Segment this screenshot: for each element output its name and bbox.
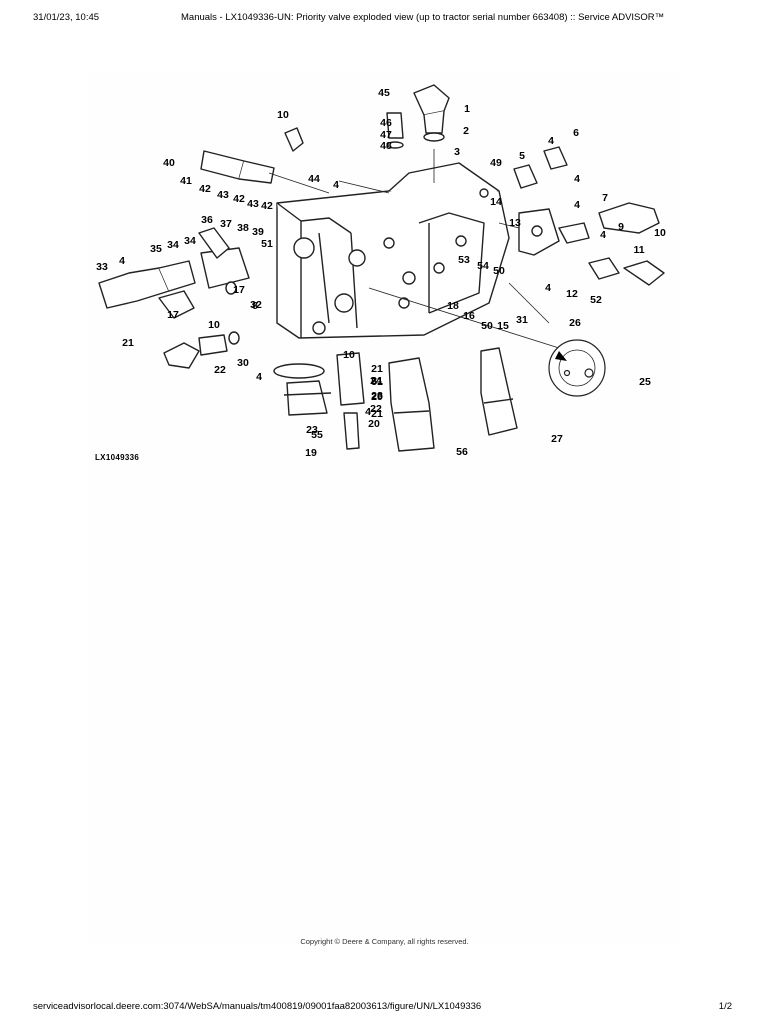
callout-label: 14 <box>490 195 502 208</box>
callout-label: 29 <box>371 390 383 403</box>
callout-label: 53 <box>458 253 470 266</box>
callout-label: 28 <box>371 389 383 402</box>
callout-label: 34 <box>167 238 179 251</box>
copyright-notice: Copyright © Deere & Company, all rights … <box>300 937 469 946</box>
callout-label: 4 <box>365 405 371 418</box>
exploded-view-figure: LX1049336 Copyright © Deere & Company, a… <box>89 73 680 946</box>
callout-label: 27 <box>551 432 563 445</box>
valve-illustration <box>98 84 665 452</box>
callout-label: 22 <box>214 363 226 376</box>
callout-label: 42 <box>233 192 245 205</box>
left-cartridges <box>98 150 275 369</box>
callout-label: 8 <box>252 299 258 312</box>
callout-label: 51 <box>261 237 273 250</box>
callout-label: 11 <box>633 243 645 256</box>
callout-label: 2 <box>463 124 469 137</box>
callout-label: 4 <box>333 178 339 191</box>
valve-housing <box>276 162 510 339</box>
callout-label: 45 <box>378 86 390 99</box>
callout-label: 15 <box>497 319 509 332</box>
callout-label: 55 <box>311 428 323 441</box>
callout-label: 39 <box>252 225 264 238</box>
page-number: 1/2 <box>718 1001 732 1012</box>
callout-label: 10 <box>343 348 355 361</box>
callout-label: 48 <box>380 139 392 152</box>
callout-label: 25 <box>639 375 651 388</box>
callout-label: 24 <box>370 374 382 387</box>
callout-label: 19 <box>305 446 317 459</box>
callout-label: 33 <box>96 260 108 273</box>
page-url: serviceadvisorlocal.deere.com:3074/WebSA… <box>33 1001 482 1012</box>
bottom-cartridges <box>273 347 518 452</box>
callout-label: 3 <box>454 145 460 158</box>
callout-label: 43 <box>217 188 229 201</box>
callout-label: 4 <box>574 198 580 211</box>
callout-label: 21 <box>371 362 383 375</box>
right-fittings <box>513 146 665 286</box>
callout-label: 49 <box>490 156 502 169</box>
callout-label: 35 <box>150 242 162 255</box>
callout-label: 7 <box>602 191 608 204</box>
callout-label: 12 <box>566 287 578 300</box>
callout-label: 30 <box>237 356 249 369</box>
callout-label: 41 <box>180 174 192 187</box>
callout-label: 4 <box>256 370 262 383</box>
top-fittings <box>284 84 450 152</box>
callout-label: 31 <box>516 313 528 326</box>
callout-label: 37 <box>220 217 232 230</box>
callout-label: 40 <box>163 156 175 169</box>
detail-arrow <box>555 351 567 361</box>
callout-label: 10 <box>277 108 289 121</box>
callout-label: 20 <box>368 417 380 430</box>
callout-label: 38 <box>237 221 249 234</box>
page-title: Manuals - LX1049336-UN: Priority valve e… <box>181 12 665 23</box>
callout-label: 42 <box>199 182 211 195</box>
callout-label: 32 <box>250 298 262 311</box>
callout-label: 21 <box>371 407 383 420</box>
callout-label: 44 <box>308 172 320 185</box>
callout-label: 4 <box>548 134 554 147</box>
callout-label: 10 <box>208 318 220 331</box>
callout-label: 22 <box>370 402 382 415</box>
callout-label: 1 <box>464 102 470 115</box>
callout-label: 47 <box>380 128 392 141</box>
figure-id: LX1049336 <box>95 453 140 462</box>
callout-label: 46 <box>380 116 392 129</box>
callout-label: 4 <box>119 254 125 267</box>
callout-label: 56 <box>456 445 468 458</box>
callout-label: 26 <box>569 316 581 329</box>
callout-label: 21 <box>122 336 134 349</box>
callout-label: 6 <box>573 126 579 139</box>
callout-label: 5 <box>519 149 525 162</box>
callout-label: 34 <box>184 234 196 247</box>
print-date: 31/01/23, 10:45 <box>33 12 100 23</box>
callout-label: 21 <box>371 374 383 387</box>
callout-label: 36 <box>201 213 213 226</box>
callout-label: 52 <box>590 293 602 306</box>
callout-label: 17 <box>233 283 245 296</box>
callout-label: 9 <box>618 220 624 233</box>
callout-label: 43 <box>247 197 259 210</box>
detail-inset <box>548 339 606 397</box>
callout-label: 17 <box>167 308 179 321</box>
callout-label: 13 <box>509 216 521 229</box>
callout-label: 50 <box>493 264 505 277</box>
callout-label: 4 <box>600 228 606 241</box>
callout-label: 4 <box>574 172 580 185</box>
callout-label: 54 <box>477 259 489 272</box>
callout-label: 16 <box>463 309 475 322</box>
callout-label: 10 <box>654 226 666 239</box>
callout-label: 51 <box>371 375 383 388</box>
callout-label: 50 <box>481 319 493 332</box>
callout-label: 18 <box>447 299 459 312</box>
cover-plate <box>518 208 560 256</box>
callout-label: 4 <box>545 281 551 294</box>
callout-label: 42 <box>261 199 273 212</box>
callout-label: 23 <box>306 423 318 436</box>
